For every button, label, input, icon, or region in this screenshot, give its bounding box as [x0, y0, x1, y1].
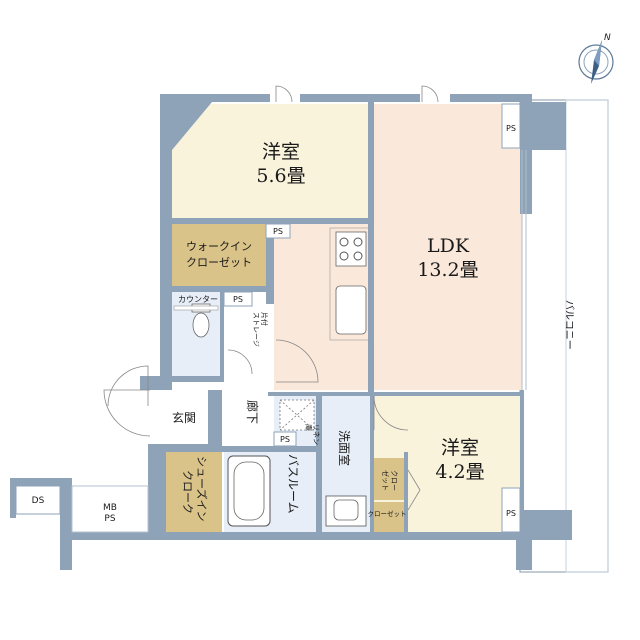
- ps-label-bottom-right: PS: [506, 509, 516, 518]
- corridor-label: 廊下: [245, 400, 260, 424]
- washroom-label: 洗面室: [337, 430, 352, 466]
- walk-in-closet-line2: クローゼット: [186, 256, 252, 269]
- ds-box: [15, 485, 61, 515]
- corridor: [222, 344, 274, 452]
- storage-label-line2: ストレージ: [252, 312, 260, 347]
- bathtub-icon: [227, 455, 271, 527]
- washbasin-icon: [325, 495, 367, 527]
- mb-label: MB: [103, 503, 117, 513]
- ps-box-counter: [223, 291, 253, 307]
- ldk-name: LDK: [427, 235, 470, 257]
- stove-icon: [335, 231, 367, 267]
- ldk-room: [374, 104, 522, 390]
- western-room-b-name: 洋室: [441, 437, 479, 459]
- storage-room: [224, 306, 268, 344]
- closet-upper-line1: クロー: [390, 470, 398, 491]
- ps-box-bath: [273, 431, 297, 447]
- ldk-size: 13.2畳: [417, 259, 478, 281]
- shoes-in-closet-line2: クローク: [181, 470, 194, 514]
- western-room-b-size: 4.2畳: [435, 461, 484, 483]
- kitchen-counter: [329, 227, 371, 341]
- walk-in-closet: [172, 224, 266, 286]
- kitchen-sink-icon: [335, 285, 367, 335]
- entrance-label: 玄関: [172, 410, 196, 425]
- western-room-a: [172, 104, 368, 218]
- compass-icon: [578, 40, 614, 84]
- closet-upper-line2: ゼット: [381, 470, 390, 491]
- ps-label-bath: PS: [280, 435, 290, 444]
- windows: [521, 150, 527, 390]
- mb-box: [71, 485, 149, 533]
- door-swings: [107, 85, 439, 511]
- storage-label-line1: 片付: [260, 312, 269, 326]
- walk-in-closet-line1: ウォークイン: [186, 240, 252, 253]
- closet-upper: [370, 458, 404, 500]
- ps-box-wic: [265, 223, 291, 239]
- ps-label-top-right: PS: [506, 124, 516, 133]
- ps-label-wic: PS: [273, 227, 283, 236]
- western-room-a-name: 洋室: [262, 141, 300, 163]
- closet-lower: [370, 502, 404, 532]
- closet-lower-label: クローゼット: [368, 509, 407, 518]
- ds-label: DS: [32, 496, 45, 506]
- entrance: [150, 390, 208, 444]
- ps-box-top-right: [501, 103, 521, 149]
- shoes-in-closet-line1: シューズイン: [195, 456, 209, 521]
- ps-box-bottom-right: [501, 487, 521, 533]
- entrance-door: [103, 389, 151, 437]
- balcony-label: バルコニー: [563, 300, 575, 350]
- washing-machine-pan: [279, 399, 315, 431]
- counter-shelf: [173, 305, 219, 311]
- western-room-a-size: 5.6畳: [256, 165, 305, 187]
- ps-label-counter: PS: [233, 295, 243, 304]
- compass-north-label: N: [604, 33, 611, 43]
- shoes-in-closet: [166, 452, 222, 532]
- walls: [10, 94, 572, 570]
- linen-label-line2: 庫: [304, 424, 313, 431]
- linen-label-line1: リネン: [312, 424, 320, 445]
- mb-ps-label: PS: [104, 514, 115, 524]
- counter-label: カウンター: [178, 295, 218, 304]
- bathroom-label: バスルーム: [286, 454, 300, 514]
